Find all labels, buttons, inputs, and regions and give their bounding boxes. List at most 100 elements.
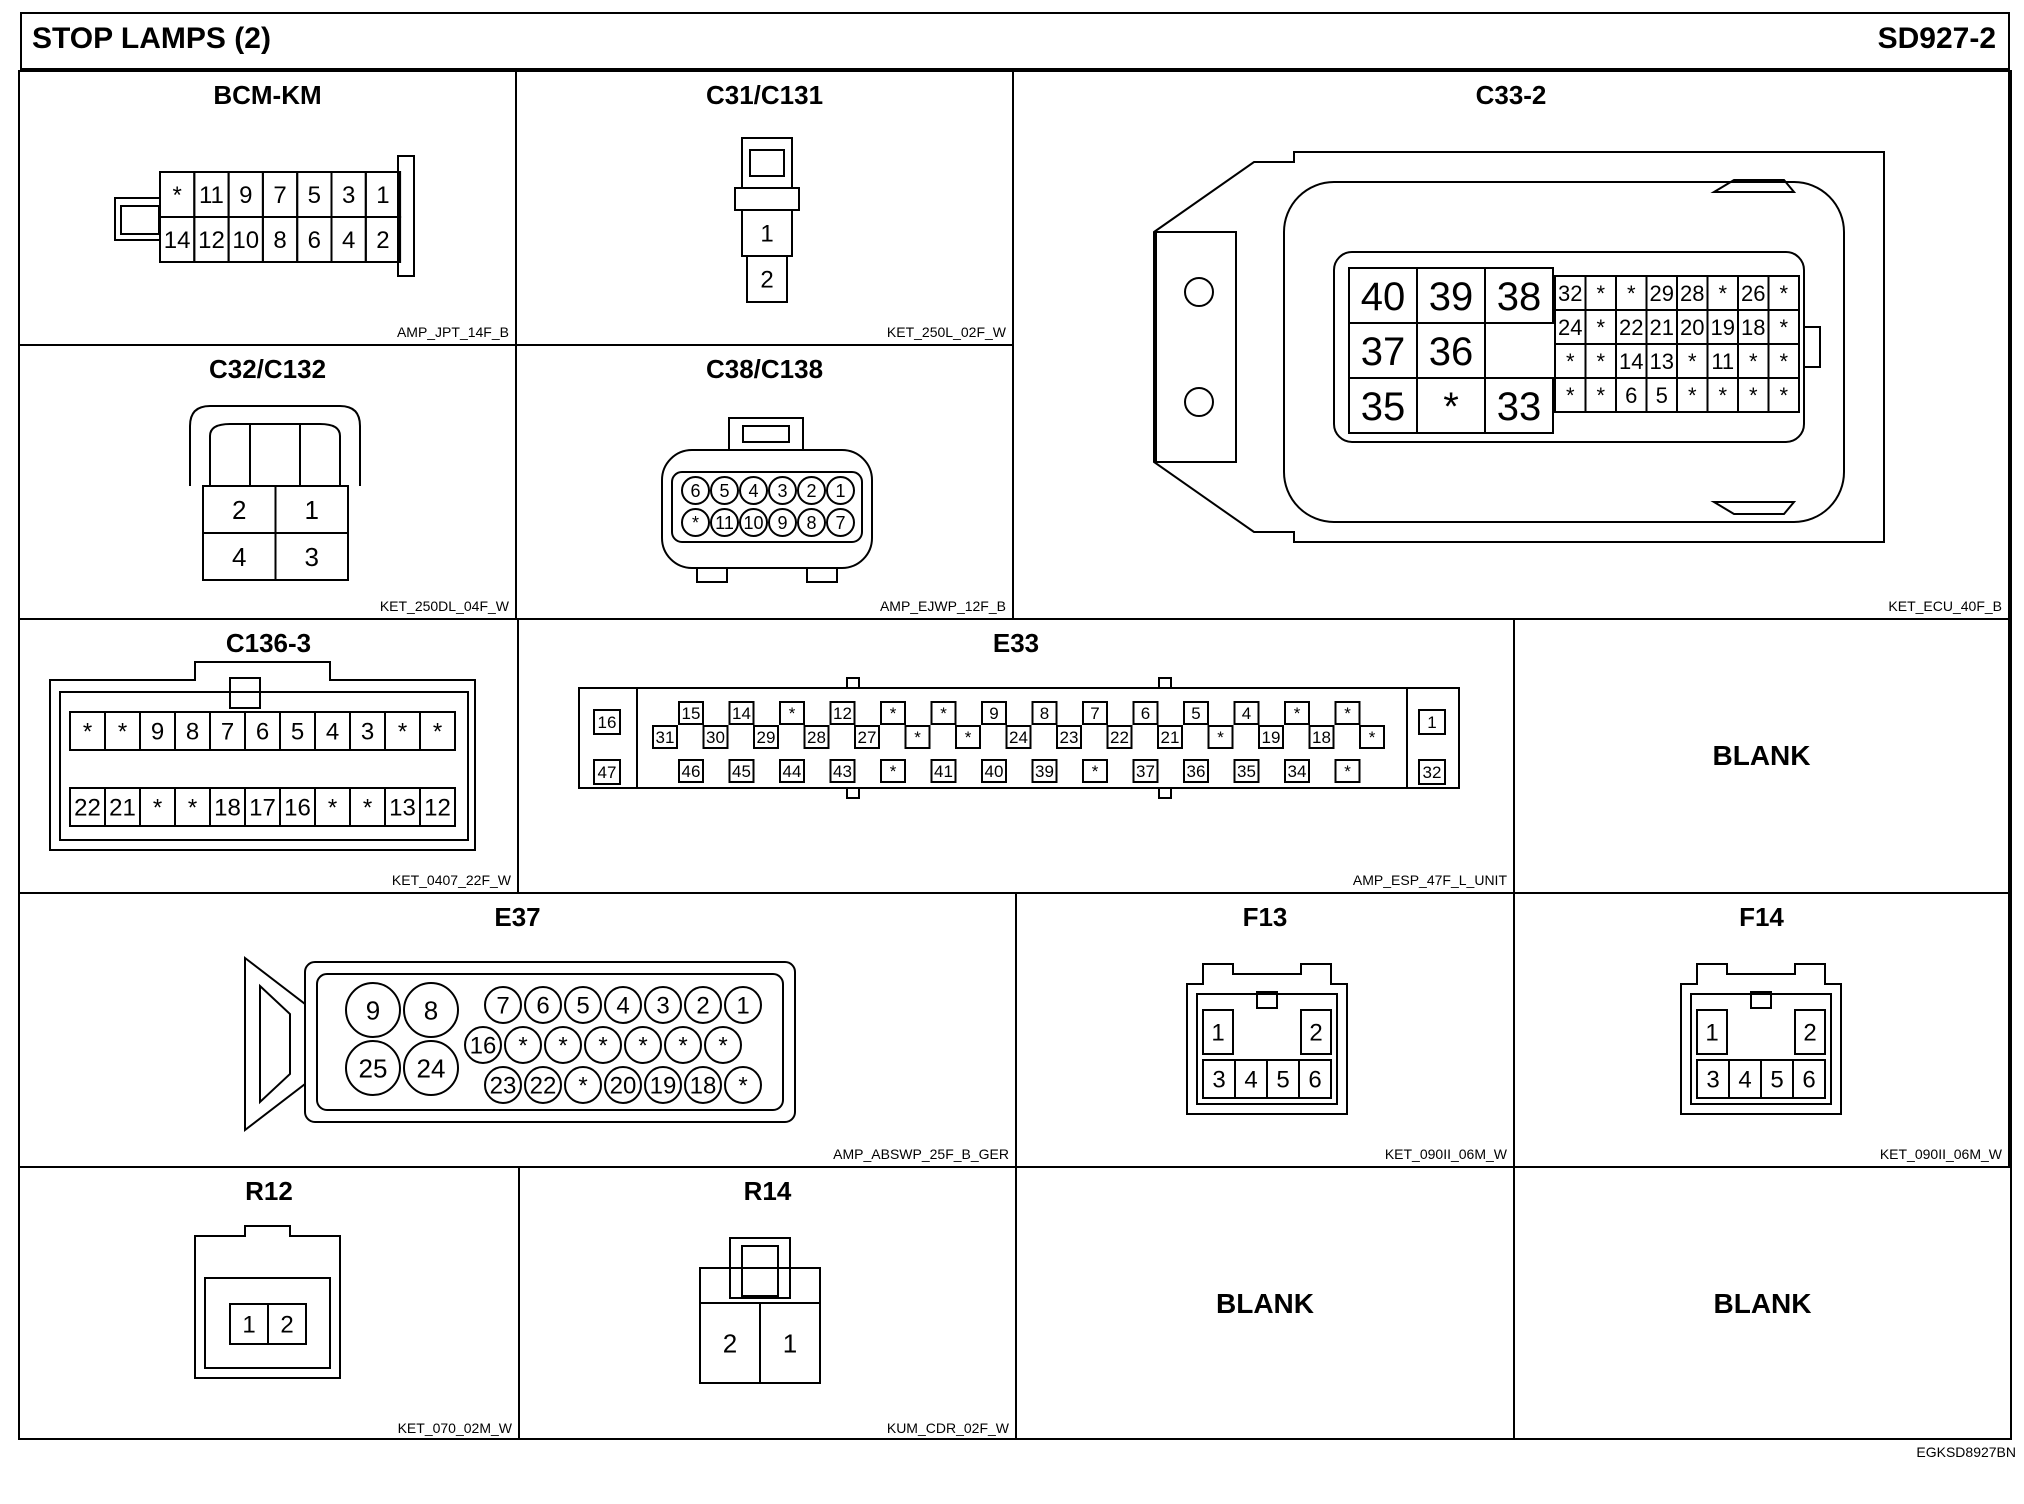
pin-2: 2	[760, 267, 773, 294]
pin-2: 2	[202, 485, 277, 534]
svg-text:29: 29	[1650, 281, 1674, 306]
pin-8: 8	[174, 711, 211, 751]
pin-unused: *	[544, 1026, 582, 1064]
connector-name: C136-3	[225, 628, 312, 658]
svg-text:47: 47	[598, 763, 617, 782]
pin-17: 17	[244, 787, 281, 827]
svg-text:13: 13	[389, 795, 416, 822]
connector-name: BCM-KM	[213, 80, 322, 110]
pin-9: 9	[981, 701, 1007, 725]
pin-24: 24	[403, 1040, 459, 1096]
svg-text:*: *	[558, 1033, 567, 1060]
connector-name: E37	[494, 902, 541, 932]
pin-unused: *	[704, 1026, 742, 1064]
title-bar: STOP LAMPS (2) SD927-2	[20, 12, 2010, 70]
svg-text:39: 39	[1429, 275, 1474, 319]
svg-text:28: 28	[1680, 281, 1704, 306]
pin-unused: *	[1284, 701, 1310, 725]
svg-text:37: 37	[1361, 330, 1406, 374]
pin-32: 32	[1554, 275, 1587, 311]
pin-unused: *	[930, 701, 957, 725]
svg-text:2: 2	[232, 495, 246, 525]
pin-40: 40	[1348, 267, 1418, 324]
pin-37: 37	[1132, 759, 1159, 783]
pin-9: 9	[139, 711, 176, 751]
svg-text:*: *	[1779, 315, 1788, 340]
svg-text:1: 1	[1427, 713, 1436, 732]
pin-3: 3	[330, 171, 367, 218]
pin-18: 18	[684, 1066, 722, 1104]
pin-21: 21	[104, 787, 141, 827]
pin-10: 10	[739, 508, 768, 537]
svg-text:18: 18	[214, 795, 241, 822]
svg-text:*: *	[598, 1033, 607, 1060]
pin-5: 5	[1760, 1059, 1794, 1099]
pin-9: 9	[227, 171, 264, 218]
pin-1: 1	[760, 221, 773, 248]
pin-28: 28	[1676, 275, 1709, 311]
svg-text:8: 8	[424, 995, 438, 1025]
svg-text:*: *	[188, 795, 197, 822]
pin-2: 2	[699, 1302, 761, 1384]
connector-name: C38/C138	[705, 354, 824, 384]
pin-unused: *	[1706, 275, 1739, 311]
svg-text:35: 35	[1237, 762, 1256, 781]
svg-text:1: 1	[783, 1328, 797, 1358]
svg-text:*: *	[914, 728, 921, 747]
pin-unused: *	[314, 787, 351, 827]
pin-11: 11	[710, 508, 739, 537]
svg-text:7: 7	[221, 719, 234, 746]
pin-19: 19	[1258, 725, 1284, 749]
svg-text:18: 18	[1741, 315, 1765, 340]
svg-text:5: 5	[1191, 704, 1200, 723]
pin-6: 6	[1298, 1059, 1332, 1099]
svg-text:23: 23	[490, 1073, 517, 1100]
pin-16: 16	[593, 709, 621, 735]
svg-text:22: 22	[74, 795, 101, 822]
svg-text:11: 11	[199, 182, 224, 209]
svg-text:9: 9	[989, 704, 998, 723]
svg-text:36: 36	[1429, 330, 1474, 374]
pin-unused: *	[904, 725, 931, 749]
svg-text:*: *	[118, 719, 127, 746]
pin-32: 32	[1418, 759, 1446, 785]
pin-3: 3	[1202, 1059, 1236, 1099]
svg-text:*: *	[890, 762, 897, 781]
pin-25: 25	[345, 1040, 401, 1096]
pin-41: 41	[930, 759, 957, 783]
pin-9: 9	[768, 508, 797, 537]
svg-text:46: 46	[682, 762, 701, 781]
svg-text:9: 9	[239, 182, 252, 209]
pin-2: 2	[1300, 1009, 1332, 1055]
pin-unused: *	[159, 171, 196, 218]
svg-text:2: 2	[376, 227, 389, 254]
svg-text:8: 8	[1040, 704, 1049, 723]
pin-21: 21	[1645, 309, 1678, 345]
pin-6: 6	[1615, 377, 1648, 413]
pin-unused: *	[69, 711, 106, 751]
svg-text:11: 11	[715, 513, 734, 533]
svg-text:*: *	[678, 1033, 687, 1060]
svg-text:41: 41	[934, 762, 953, 781]
pin-1: 1	[759, 1302, 821, 1384]
pin-unused: *	[1767, 343, 1800, 379]
svg-text:*: *	[1596, 315, 1605, 340]
svg-text:4: 4	[326, 719, 339, 746]
pin-1: 1	[1696, 1009, 1728, 1055]
pin-43: 43	[829, 759, 856, 783]
pin-16: 16	[279, 787, 316, 827]
pin-6: 6	[681, 476, 710, 505]
svg-text:7: 7	[496, 993, 509, 1020]
pin-unused: *	[584, 1026, 622, 1064]
pin-11: 11	[1706, 343, 1739, 379]
svg-text:2: 2	[280, 1312, 293, 1339]
pin-4: 4	[202, 532, 277, 581]
pin-11: 11	[193, 171, 230, 218]
footer-code: EGKSD8927BN	[1916, 1444, 2016, 1460]
svg-text:*: *	[738, 1073, 747, 1100]
